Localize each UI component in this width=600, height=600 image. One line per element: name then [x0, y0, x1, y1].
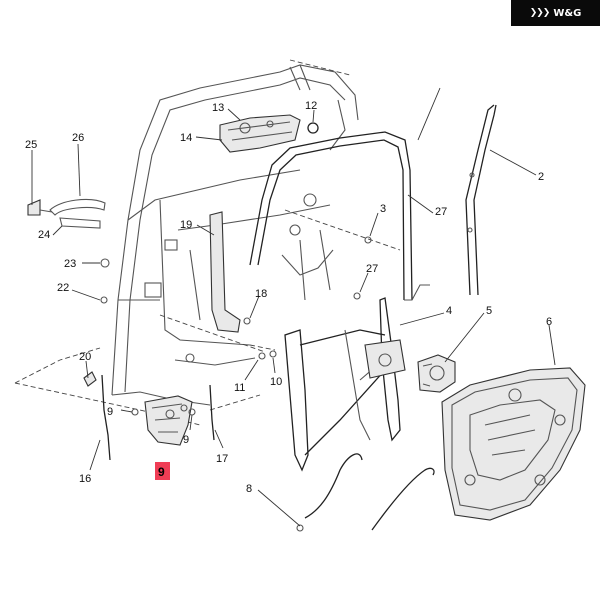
callout-labels: 25 26 24 23 22 13 14 12 2 3 27 27 4 5 6 … [25, 100, 552, 495]
callout-20: 20 [79, 351, 91, 363]
callout-17: 17 [216, 453, 228, 465]
highlight-box [155, 462, 170, 480]
callout-14: 13 [212, 102, 224, 114]
callout-23: 24 [38, 229, 50, 241]
callout-18: 18 [255, 288, 267, 300]
door-frame [111, 64, 359, 406]
callout-4: 4 [446, 305, 452, 317]
callout-8: 8 [246, 483, 252, 495]
fastener-27 [353, 292, 361, 300]
fastener-18 [243, 317, 251, 325]
callout-10a: 9 [107, 406, 113, 418]
brand-logo-text: W&G [553, 7, 582, 19]
callout-22: 23 [64, 258, 76, 270]
window-motor [417, 354, 456, 393]
door-latch-assembly [144, 395, 193, 446]
callout-19: 19 [180, 219, 192, 231]
callout-3: 3 [380, 203, 386, 215]
window-guide-19 [209, 211, 241, 333]
callout-16: 16 [79, 473, 91, 485]
inside-handle-assembly [219, 114, 301, 153]
fastener-3 [364, 236, 372, 244]
callout-6: 6 [546, 316, 552, 328]
outside-handle-assembly [27, 198, 106, 229]
callout-15: 14 [180, 132, 192, 144]
fastener-11 [269, 350, 277, 358]
fastener-12 [258, 352, 266, 360]
callout-21: 22 [57, 282, 69, 294]
callout-26: 27 [435, 206, 447, 218]
leader-lines [31, 108, 556, 527]
callout-25: 26 [72, 132, 84, 144]
rear-glass-channel [417, 87, 497, 296]
fastener-10a [131, 408, 139, 416]
callout-12: 11 [234, 382, 245, 394]
callout-13: 12 [305, 100, 317, 112]
door-module-panel [441, 367, 586, 521]
brand-logo: ❯❯❯ W&G [511, 0, 600, 26]
callout-10b: 9 [183, 434, 189, 446]
wings-icon: ❯❯❯ [529, 8, 551, 18]
callout-27: 27 [366, 263, 378, 275]
callout-5: 5 [486, 305, 492, 317]
callout-24: 25 [25, 139, 37, 151]
regulator-cables [304, 453, 435, 531]
callout-11: 10 [270, 376, 282, 388]
window-run-channel [249, 131, 430, 301]
fastener-22 [100, 258, 110, 268]
highlight-callout-9: 9 [155, 462, 170, 480]
highlight-label: 9 [158, 465, 165, 479]
fastener-13 [307, 122, 319, 134]
reference-lines [14, 59, 401, 426]
fastener-21 [100, 296, 108, 304]
fastener-8 [296, 524, 304, 532]
latch-rods [83, 371, 215, 461]
callout-2: 2 [538, 171, 544, 183]
window-regulator [284, 297, 406, 472]
